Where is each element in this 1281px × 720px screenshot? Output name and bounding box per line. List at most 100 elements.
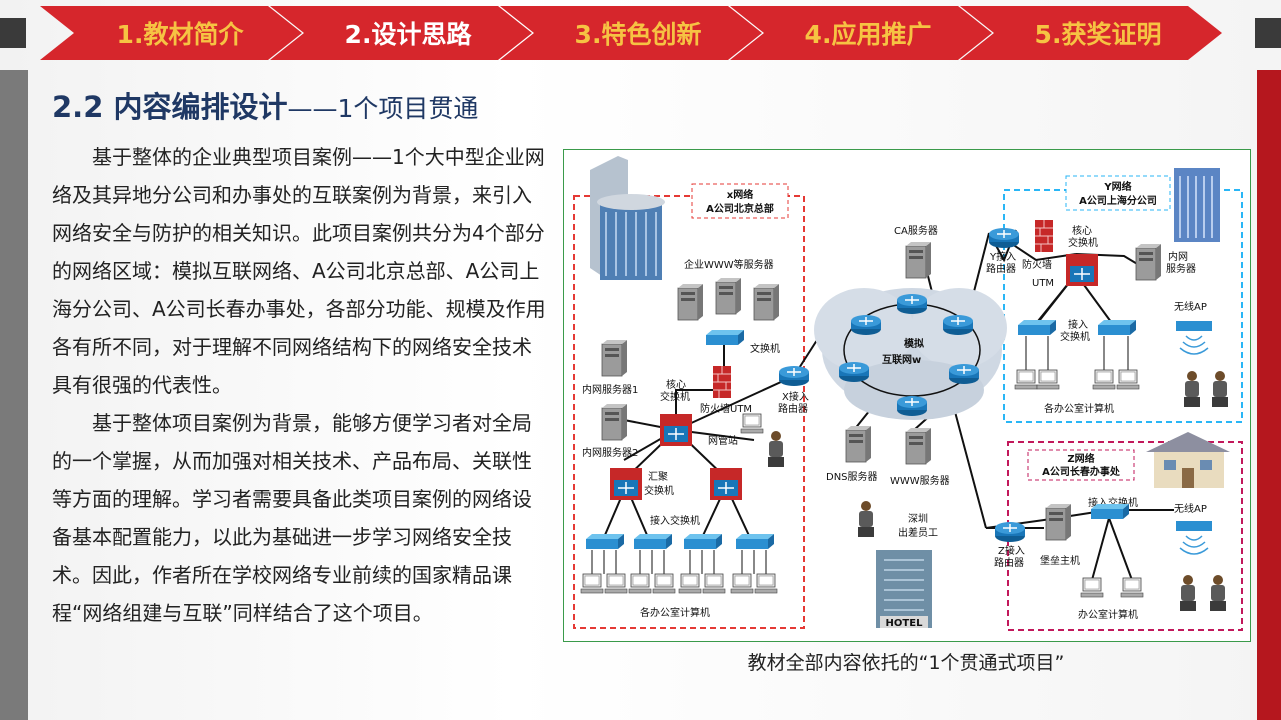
- y-wifi-label: 无线AP: [1174, 300, 1207, 313]
- pc-icon: [628, 573, 652, 594]
- firewall-icon: [712, 365, 732, 399]
- pc-icon: [754, 573, 778, 594]
- netmgr-label: 网管站: [708, 434, 738, 447]
- sh-building-icon: [1174, 168, 1220, 242]
- core-switch-icon: [1065, 253, 1099, 287]
- agg-label-2: 交换机: [644, 484, 674, 497]
- cloud-label-2: 互联网w: [882, 353, 921, 366]
- ca-server-icon: [905, 241, 932, 279]
- traveler-label-1: 深圳: [908, 513, 928, 525]
- network-diagram: x网络 A公司北京总部 Y网络 A公司上海分公司 Z网络 A公司长春办事处: [563, 149, 1251, 642]
- www-servers-label: 企业WWW等服务器: [684, 258, 774, 271]
- x-firewall-label: 防火墙UTM: [700, 402, 752, 415]
- left-accent-bar: [0, 70, 28, 720]
- dns-server-label: DNS服务器: [826, 470, 878, 483]
- y-pcs-label: 各办公室计算机: [1044, 402, 1114, 415]
- bastion-label: 堡垒主机: [1040, 554, 1080, 567]
- pc-icon: [1092, 369, 1116, 390]
- y-access-label-1: 接入: [1068, 318, 1088, 331]
- x-core-label-1: 核心: [666, 378, 686, 391]
- x-pcs-label: 各办公室计算机: [640, 606, 710, 619]
- traveler-label-2: 出差员工: [898, 526, 938, 539]
- diagram-caption: 教材全部内容依托的“1个贯通式项目”: [747, 652, 1065, 674]
- page-title-sub: ——1个项目贯通: [287, 94, 479, 123]
- x-access-label: 接入交换机: [650, 514, 700, 527]
- switch-icon: [1018, 320, 1056, 335]
- nav-tab-1[interactable]: 1.教材简介: [116, 20, 244, 49]
- wifi-ap-icon: [1175, 320, 1213, 355]
- agg-switch-icon: [709, 467, 743, 501]
- z-router-label-2: 路由器: [994, 556, 1024, 569]
- agg-switch-icon: [609, 467, 643, 501]
- nav-tab-3[interactable]: 3.特色创新: [574, 20, 702, 49]
- nav-arrows: [40, 6, 1222, 60]
- netmgr-person-icon: [768, 431, 784, 467]
- nav-tab-4[interactable]: 4.应用推广: [804, 20, 932, 49]
- nav-tab-4-shape[interactable]: [730, 6, 992, 60]
- ca-server-label: CA服务器: [894, 224, 938, 237]
- bastion-server-icon: [1045, 503, 1072, 541]
- corner-block-left: [0, 18, 26, 48]
- x-network-sub: A公司北京总部: [706, 202, 774, 215]
- pc-icon: [678, 573, 702, 594]
- nav-tab-5-shape[interactable]: [960, 6, 1222, 60]
- nav-tab-1-shape[interactable]: [40, 6, 302, 60]
- x-switch-label: 文换机: [750, 342, 780, 355]
- pc-icon: [580, 573, 604, 594]
- cloud-router-icon: [896, 395, 928, 417]
- cloud-router-icon: [838, 361, 870, 383]
- switch-icon: [586, 534, 624, 549]
- x-core-label-2: 交换机: [660, 390, 690, 403]
- cloud-label-1: 模拟: [904, 337, 924, 350]
- firewall-icon: [1034, 219, 1054, 253]
- z-router-label-1: Z接入: [998, 544, 1025, 557]
- nav-tab-5[interactable]: 5.获奖证明: [1034, 20, 1162, 49]
- server-icon: [715, 277, 742, 315]
- y-network-boundary: [1003, 189, 1243, 423]
- z-pcs-label: 办公室计算机: [1078, 608, 1138, 621]
- section-nav: 1.教材简介 2.设计思路 3.特色创新 4.应用推广 5.获奖证明: [40, 4, 1222, 62]
- cloud-router-icon: [850, 314, 882, 336]
- person-icon: [1180, 575, 1196, 611]
- nav-tab-2[interactable]: 2.设计思路: [344, 20, 472, 49]
- switch-icon: [684, 534, 722, 549]
- z-wifi-label: 无线AP: [1174, 502, 1207, 515]
- y-network-label-box: [1065, 175, 1171, 211]
- y-router-label-2: 路由器: [986, 262, 1016, 275]
- switch-icon: [706, 330, 744, 345]
- y-inner-server-icon: [1135, 243, 1162, 281]
- y-firewall-label-2: UTM: [1032, 278, 1054, 289]
- agg-label-1: 汇聚: [648, 470, 668, 483]
- pc-icon: [1036, 369, 1060, 390]
- switch-icon: [1091, 504, 1129, 519]
- inner-server-2-icon: [601, 403, 628, 441]
- nav-tab-2-shape[interactable]: [270, 6, 532, 60]
- body-text: 基于整体的企业典型项目案例——1个大中型企业网络及其异地分公司和办事处的互联案例…: [52, 138, 550, 632]
- paragraph-1: 基于整体的企业典型项目案例——1个大中型企业网络及其异地分公司和办事处的互联案例…: [52, 145, 546, 397]
- y-core-label-1: 核心: [1072, 224, 1092, 237]
- core-switch-icon: [659, 413, 693, 447]
- y-network-sub: A公司上海分公司: [1079, 194, 1157, 207]
- x-network-label-box: [691, 183, 789, 219]
- y-firewall-label-1: 防火墙: [1022, 258, 1052, 271]
- z-network-title: Z网络: [1067, 452, 1094, 465]
- x-router-label-2: 路由器: [778, 402, 808, 415]
- page-title-main: 2.2 内容编排设计: [52, 90, 288, 124]
- pc-icon: [1080, 577, 1104, 598]
- x-pc-links: [591, 550, 767, 574]
- pc-icon: [652, 573, 676, 594]
- y-router-label-1: Y接入: [989, 250, 1016, 263]
- cloud-router-icon: [896, 293, 928, 315]
- inner-server-2-label: 内网服务器2: [582, 446, 638, 459]
- pc-icon: [604, 573, 628, 594]
- hotel-sign: HOTEL: [886, 618, 924, 629]
- y-inner-label-1: 内网: [1168, 250, 1188, 263]
- nav-tab-3-shape[interactable]: [500, 6, 762, 60]
- pc-icon: [730, 573, 754, 594]
- paragraph-2: 基于整体项目案例为背景，能够方便学习者对全局的一个掌握，从而加强对相关技术、产品…: [52, 411, 532, 625]
- server-icon: [677, 283, 704, 321]
- cloud-router-icon: [948, 363, 980, 385]
- z-network-sub: A公司长春办事处: [1042, 465, 1121, 478]
- right-accent-bar: [1257, 70, 1281, 720]
- pc-icon: [1120, 577, 1144, 598]
